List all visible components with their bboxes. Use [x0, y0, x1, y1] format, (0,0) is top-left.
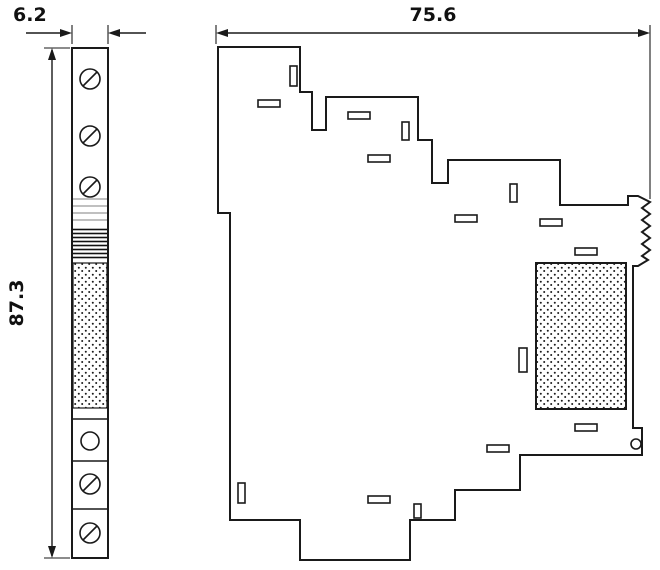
vent-slot [289, 65, 298, 87]
arrowhead [48, 48, 56, 60]
vent-slot [367, 495, 391, 504]
screw-slot-line [82, 525, 98, 541]
dimension-side-width: 75.6 [215, 4, 651, 199]
screw-terminal [79, 176, 101, 198]
arrowhead [48, 546, 56, 558]
mounting-hole [630, 438, 642, 450]
arrowhead [216, 29, 228, 37]
vent-slot [454, 214, 478, 223]
relay-body-stipple [535, 262, 627, 410]
dimension-label-side-width: 75.6 [410, 4, 457, 26]
front-view [71, 47, 109, 559]
screw-slot-line [82, 476, 98, 492]
vent-slot [347, 111, 371, 120]
vent-slot [401, 121, 410, 141]
indicator-hole [80, 431, 100, 451]
vent-slot [539, 218, 563, 227]
arrowhead [638, 29, 650, 37]
hatched-band [73, 228, 107, 259]
vent-slot [257, 99, 281, 108]
arrowhead [108, 29, 120, 37]
screw-terminal [79, 473, 101, 495]
vent-slot [237, 482, 246, 504]
arrowhead [60, 29, 72, 37]
vent-slot [413, 503, 422, 519]
screw-slot-line [82, 128, 98, 144]
dimension-front-width: 6.2 [13, 4, 146, 44]
dimension-front-height: 87.3 [6, 47, 70, 559]
screw-terminal [79, 68, 101, 90]
screw-slot-line [82, 179, 98, 195]
screw-terminal [79, 522, 101, 544]
vent-slot [574, 247, 598, 256]
dimension-label-front-height: 87.3 [6, 280, 28, 327]
vent-slot [574, 423, 598, 432]
vent-slot [367, 154, 391, 163]
side-outline-with-din-clip [217, 46, 652, 561]
stipple-area-front [72, 262, 108, 409]
side-view [217, 46, 652, 561]
vent-slot [486, 444, 510, 453]
screw-terminal [79, 125, 101, 147]
vent-slot [509, 183, 518, 203]
screw-slot-line [82, 71, 98, 87]
marking-field [73, 198, 107, 221]
vent-slot [518, 347, 528, 373]
dimension-label-front-width: 6.2 [13, 4, 47, 26]
